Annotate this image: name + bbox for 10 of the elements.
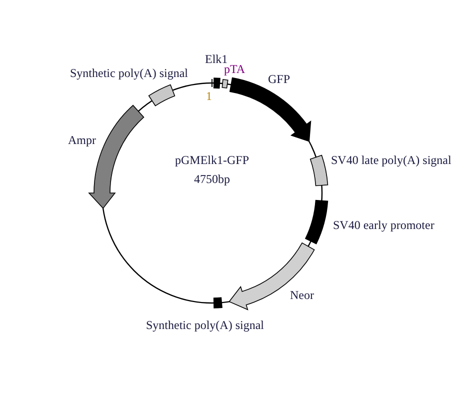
plasmid-name: pGMElk1-GFP (174, 152, 250, 169)
feature-label: Synthetic poly(A) signal (146, 318, 264, 332)
feature-label: SV40 early promoter (333, 218, 434, 232)
plasmid-size: 4750bp (193, 171, 231, 188)
feature-label: Ampr (68, 133, 96, 147)
feature-label: SV40 late poly(A) signal (331, 153, 452, 167)
feature-label: Neor (290, 288, 314, 302)
position-number: 1 (206, 89, 212, 103)
feature-label: GFP (268, 72, 290, 86)
feature-label: Synthetic poly(A) signal (70, 66, 188, 80)
